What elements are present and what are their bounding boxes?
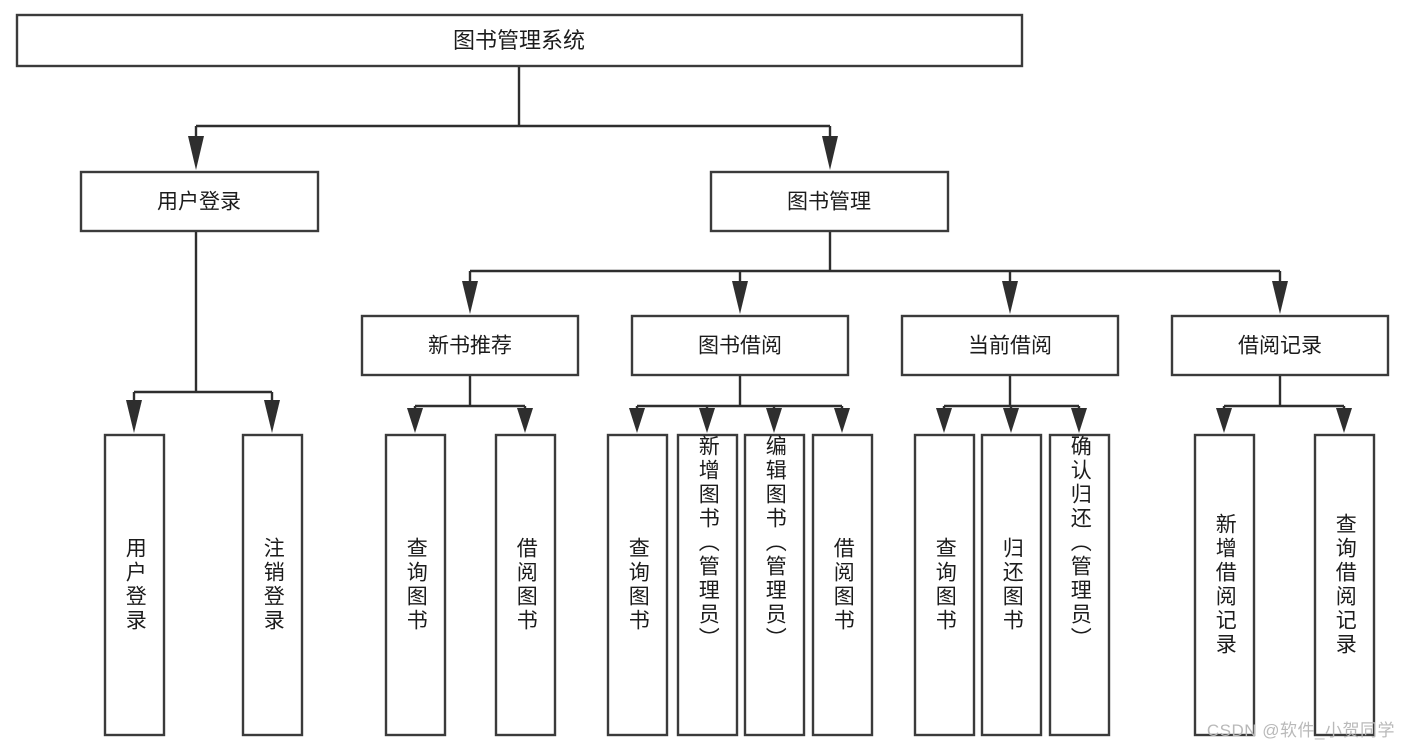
arrow-newbook-leaf-2 bbox=[517, 408, 533, 433]
node-book-management-label: 图书管理 bbox=[787, 191, 871, 214]
node-user-login[interactable]: 用户登录 bbox=[79, 170, 320, 233]
node-user-login-label: 用户登录 bbox=[157, 191, 241, 214]
arrow-to-borrowrecord bbox=[1272, 281, 1288, 314]
arrow-userlogin-leaf-2 bbox=[264, 400, 280, 433]
node-current-borrow-label: 当前借阅 bbox=[968, 335, 1052, 358]
arrow-bookborrow-leaf-4 bbox=[834, 408, 850, 433]
leaf-box-new-book-2[interactable] bbox=[494, 433, 557, 737]
nodes-layer: 图书管理系统 用户登录 图书管理 新书推荐 图书借阅 当前 bbox=[15, 13, 1390, 737]
arrow-borrowrecord-leaf-2 bbox=[1336, 408, 1352, 433]
leaf-box-new-book-1[interactable] bbox=[384, 433, 447, 737]
arrow-borrowrecord-leaf-1 bbox=[1216, 408, 1232, 433]
leaf-box-book-borrow-4[interactable] bbox=[811, 433, 874, 737]
leaf-box-book-borrow-2[interactable] bbox=[676, 433, 739, 737]
arrow-currentborrow-leaf-3 bbox=[1071, 408, 1087, 433]
leaf-box-borrow-record-2[interactable] bbox=[1313, 433, 1376, 737]
leaf-box-user-login-2[interactable] bbox=[241, 433, 304, 737]
arrow-userlogin-leaf-1 bbox=[126, 400, 142, 433]
leaf-box-current-borrow-3[interactable] bbox=[1048, 433, 1111, 737]
node-new-book-recommend-label: 新书推荐 bbox=[428, 335, 512, 358]
arrow-to-userlogin bbox=[188, 136, 204, 170]
arrow-bookborrow-leaf-2 bbox=[699, 408, 715, 433]
node-current-borrow[interactable]: 当前借阅 bbox=[900, 314, 1120, 377]
node-book-borrow[interactable]: 图书借阅 bbox=[630, 314, 850, 377]
csdn-watermark: CSDN @软件_小贺同学 bbox=[1206, 721, 1395, 740]
leaf-box-current-borrow-2[interactable] bbox=[980, 433, 1043, 737]
leaf-box-book-borrow-3[interactable] bbox=[743, 433, 806, 737]
node-borrow-record-label: 借阅记录 bbox=[1238, 335, 1322, 358]
arrow-currentborrow-leaf-1 bbox=[936, 408, 952, 433]
arrow-newbook-leaf-1 bbox=[407, 408, 423, 433]
arrow-to-newbook bbox=[462, 281, 478, 314]
arrow-bookborrow-leaf-3 bbox=[766, 408, 782, 433]
node-new-book-recommend[interactable]: 新书推荐 bbox=[360, 314, 580, 377]
leaf-box-book-borrow-1[interactable] bbox=[606, 433, 669, 737]
arrow-to-bookborrow bbox=[732, 281, 748, 314]
arrow-to-bookmgmt bbox=[822, 136, 838, 170]
edges-layer bbox=[126, 66, 1352, 433]
node-book-borrow-label: 图书借阅 bbox=[698, 335, 782, 358]
node-root-label: 图书管理系统 bbox=[453, 28, 585, 53]
node-root[interactable]: 图书管理系统 bbox=[15, 13, 1024, 68]
arrow-to-currentborrow bbox=[1002, 281, 1018, 314]
arrow-currentborrow-leaf-2 bbox=[1003, 408, 1019, 433]
arrow-bookborrow-leaf-1 bbox=[629, 408, 645, 433]
leaf-box-user-login-1[interactable] bbox=[103, 433, 166, 737]
leaf-box-borrow-record-1[interactable] bbox=[1193, 433, 1256, 737]
node-book-management[interactable]: 图书管理 bbox=[709, 170, 950, 233]
node-borrow-record[interactable]: 借阅记录 bbox=[1170, 314, 1390, 377]
leaf-box-current-borrow-1[interactable] bbox=[913, 433, 976, 737]
